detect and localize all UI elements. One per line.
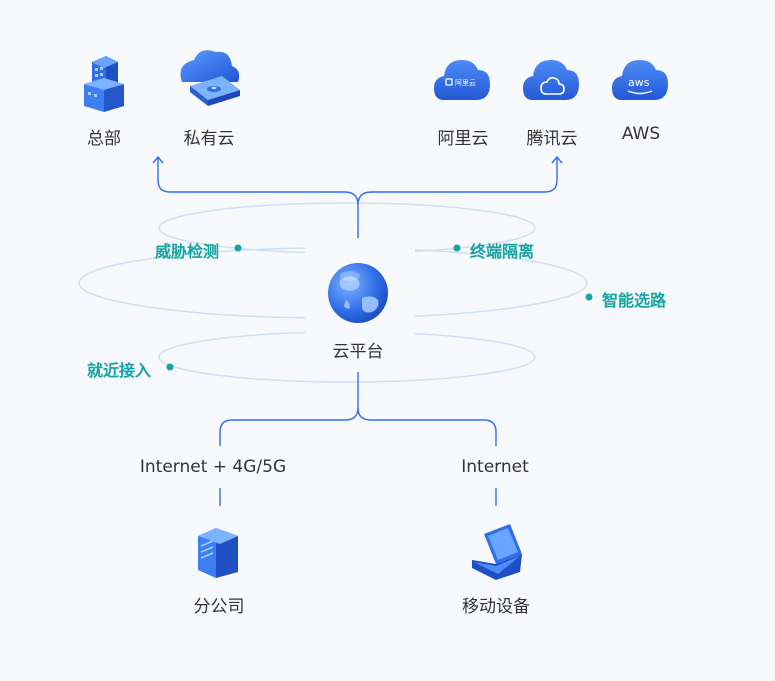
terminal-isolation-label: 终端隔离: [470, 242, 535, 261]
routing-dot: [585, 293, 593, 301]
aliyun-logo-text: 阿里云: [455, 78, 476, 87]
branch-link-label: Internet + 4G/5G: [139, 457, 287, 477]
nearby-access-label: 就近接入: [87, 361, 152, 380]
feature-dots: [166, 244, 593, 371]
aliyun-icon: 阿里云: [434, 60, 490, 100]
aliyun-label: 阿里云: [437, 129, 489, 149]
private-cloud-icon: [180, 50, 240, 106]
threat-detection-label: 威胁检测: [155, 242, 220, 261]
laptop-icon: [472, 524, 522, 580]
globe-icon: [328, 263, 388, 323]
private-cloud-label: 私有云: [183, 129, 235, 149]
terminal-dot: [453, 244, 461, 252]
top-connectors: [152, 155, 563, 238]
aws-label: AWS: [621, 124, 661, 144]
hq-label: 总部: [87, 129, 121, 149]
tencent-label: 腾讯云: [526, 129, 578, 149]
building-icon: [84, 56, 124, 112]
aws-icon: aws: [612, 60, 668, 100]
mobile-link-label: Internet: [461, 457, 529, 477]
mobile-device-label: 移动设备: [462, 597, 530, 617]
bottom-connectors: [219, 372, 497, 506]
cloud-platform-label: 云平台: [332, 342, 384, 362]
access-dot: [166, 363, 174, 371]
aws-logo-text: aws: [628, 76, 650, 89]
threat-dot: [234, 244, 242, 252]
tencent-icon: [523, 60, 579, 100]
server-icon: [198, 528, 238, 578]
branch-office-label: 分公司: [193, 597, 245, 617]
smart-routing-label: 智能选路: [602, 291, 667, 310]
